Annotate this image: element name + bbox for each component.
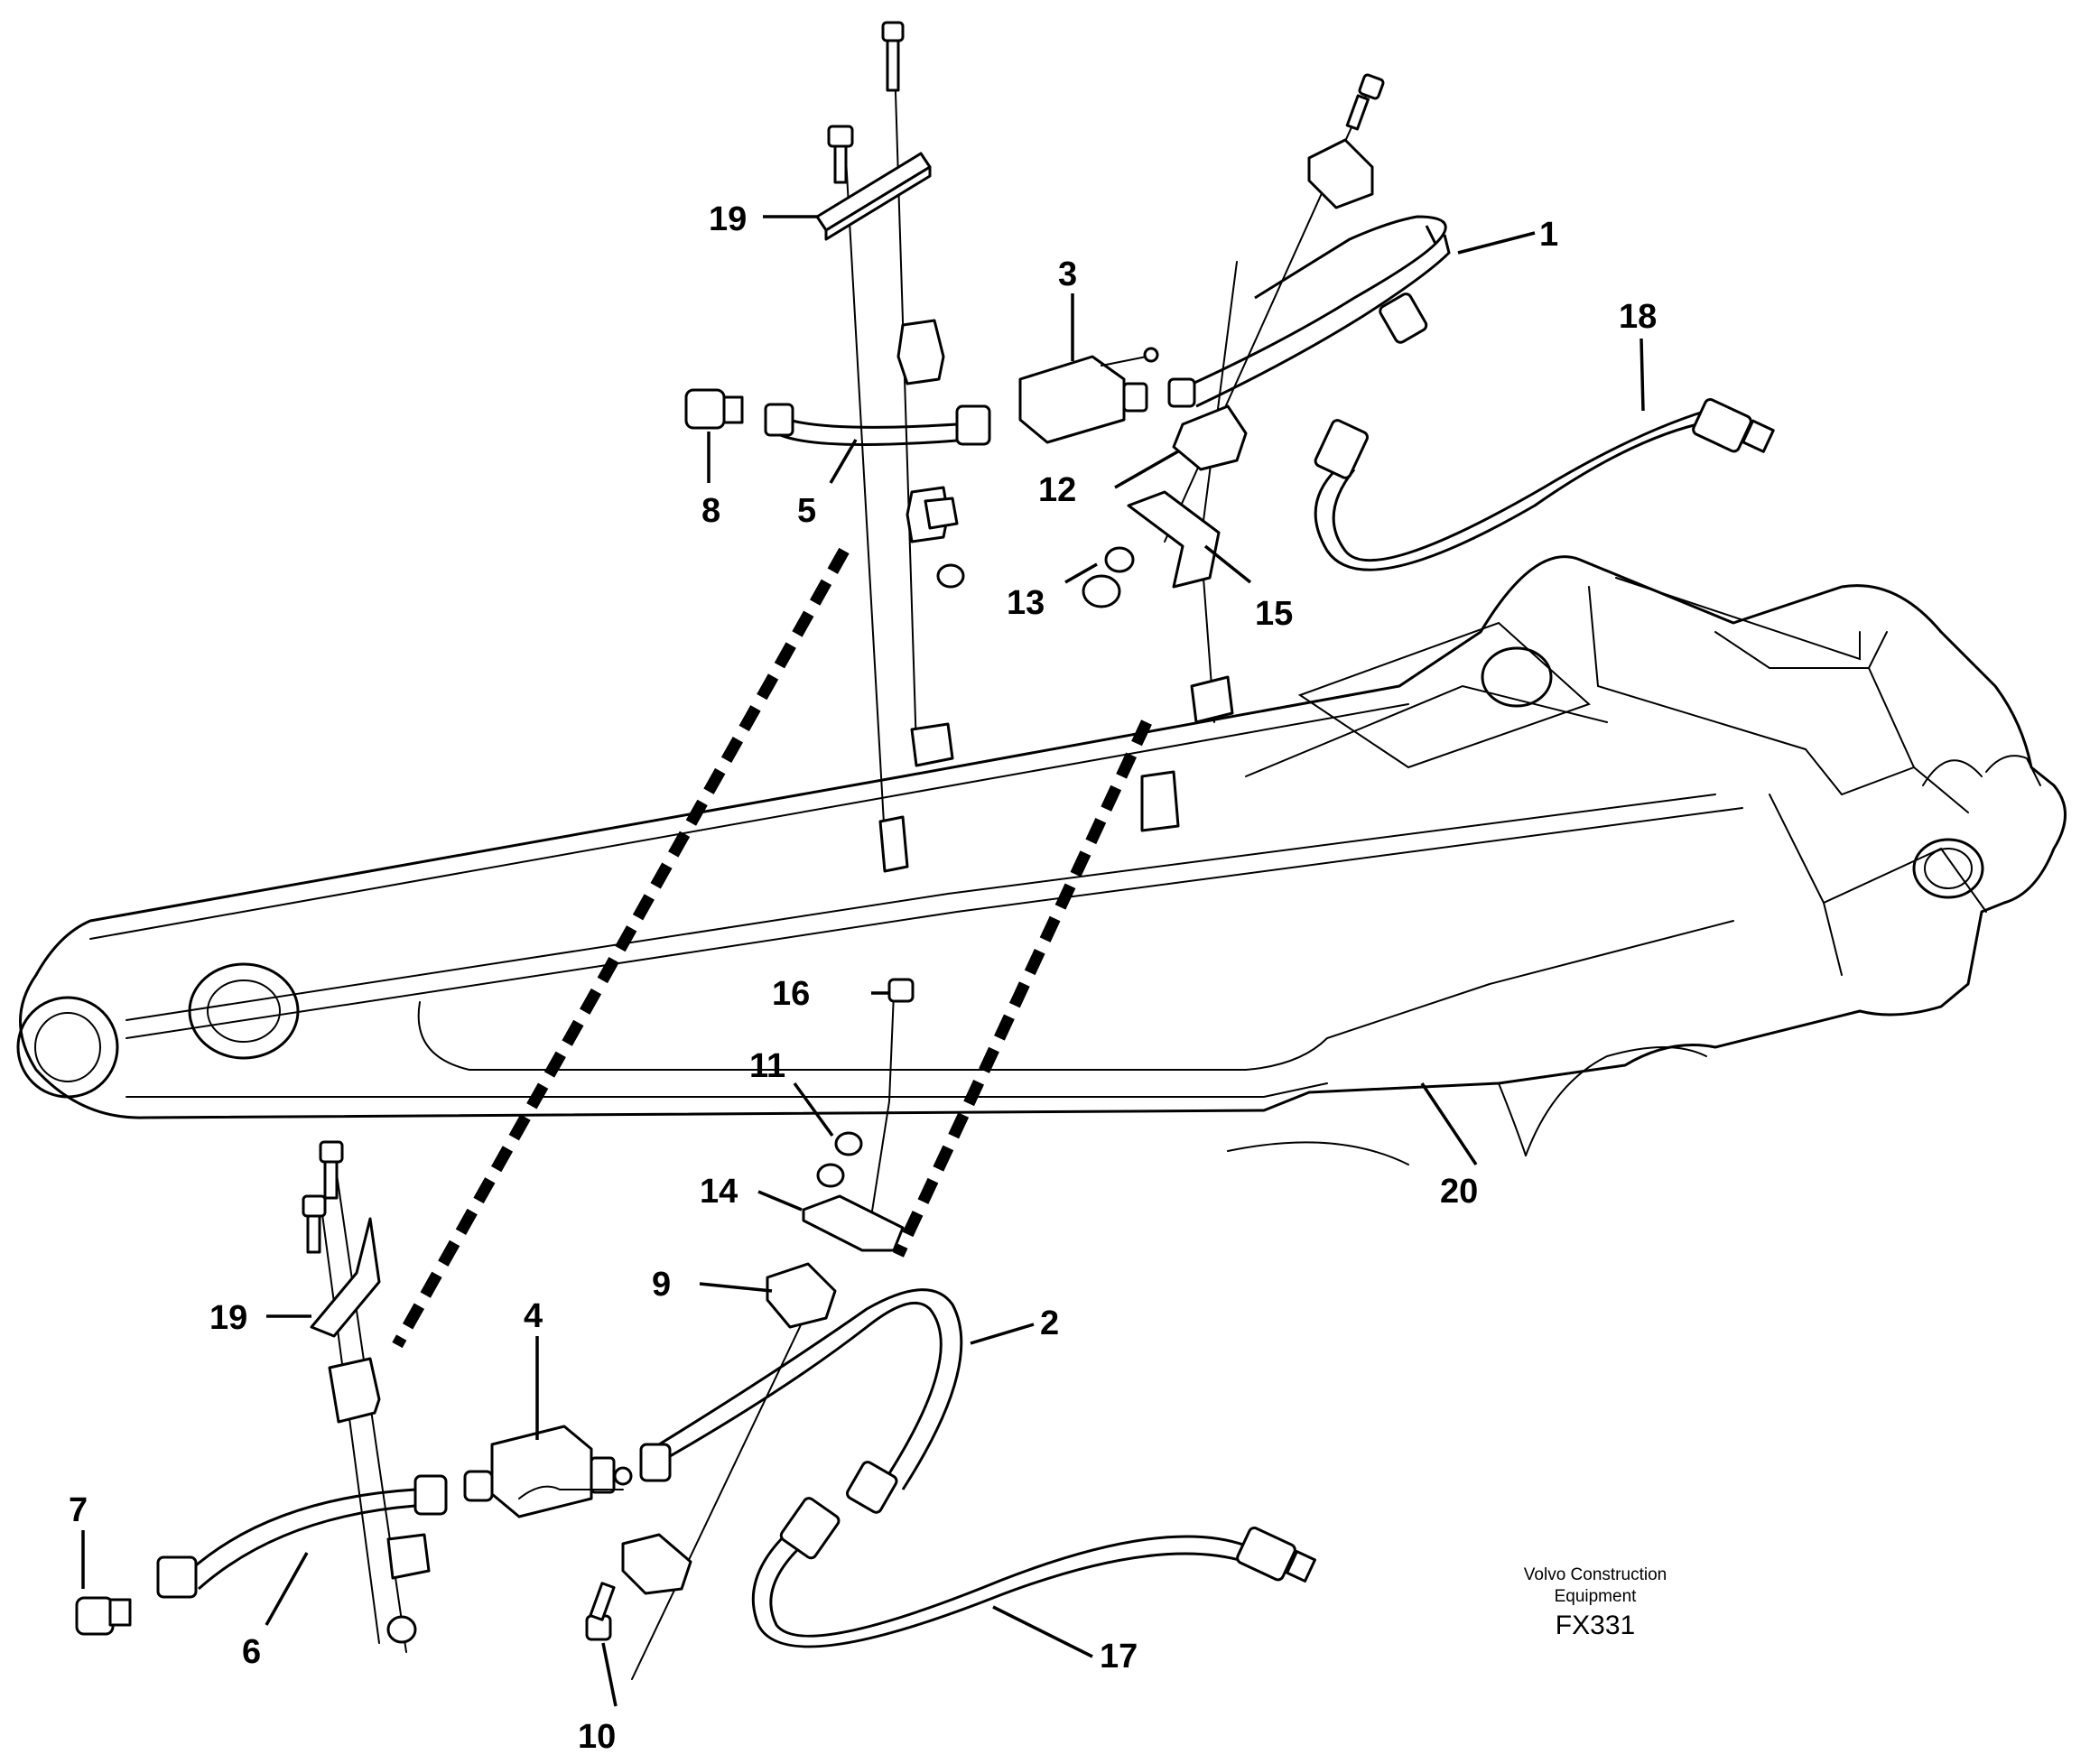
upper-assembly xyxy=(684,21,1775,873)
callout-8: 8 xyxy=(701,492,720,530)
clamp-block xyxy=(386,1533,431,1580)
bracket-15 xyxy=(1127,490,1221,589)
callout-15: 15 xyxy=(1255,595,1293,633)
clamp-block xyxy=(766,1262,837,1329)
clamp-plate-19-upper xyxy=(815,152,932,241)
leader-lines xyxy=(81,215,1645,1707)
lower-assembly xyxy=(75,978,1316,1680)
callout-2: 2 xyxy=(1040,1304,1059,1342)
callout-14: 14 xyxy=(700,1173,738,1211)
clamp-block xyxy=(621,1533,692,1595)
nut-icon xyxy=(386,1615,417,1644)
callout-1: 1 xyxy=(1539,216,1558,254)
callout-17: 17 xyxy=(1100,1638,1138,1676)
callout-3: 3 xyxy=(1058,255,1077,293)
bolt-icon xyxy=(887,978,915,1003)
brand-line-1: Volvo Construction xyxy=(1524,1565,1667,1584)
boom-arm xyxy=(16,555,2067,1165)
callout-12: 12 xyxy=(1038,471,1076,509)
clamp-block xyxy=(896,319,945,385)
clamp-block xyxy=(1140,770,1180,832)
bracket-19-lower xyxy=(310,1217,381,1338)
clamp-block xyxy=(924,497,959,530)
figure-code: FX331 xyxy=(1556,1611,1635,1640)
nut-icon xyxy=(1104,546,1135,573)
callout-19-upper: 19 xyxy=(709,200,747,238)
bolt-icon xyxy=(827,125,854,184)
callout-labels: 1 2 3 4 5 6 7 8 9 10 11 12 13 14 15 16 1… xyxy=(69,200,1657,1756)
clamp-block xyxy=(328,1357,381,1424)
brand-block: Volvo Construction Equipment FX331 xyxy=(1524,1565,1667,1640)
clamp-block xyxy=(1172,404,1248,471)
bolt-icon xyxy=(319,1140,344,1200)
brand-line-2: Equipment xyxy=(1555,1587,1638,1606)
callout-16: 16 xyxy=(772,975,810,1013)
clamp-block xyxy=(878,815,909,873)
nut-icon xyxy=(936,563,965,589)
nut-icon xyxy=(834,1131,863,1156)
bracket-14 xyxy=(802,1194,905,1252)
clamp-block xyxy=(910,722,954,767)
nut-icon xyxy=(1082,574,1121,608)
callout-13: 13 xyxy=(1007,584,1045,622)
callout-18: 18 xyxy=(1619,298,1657,336)
callout-9: 9 xyxy=(652,1266,671,1304)
callout-7: 7 xyxy=(69,1491,88,1529)
callout-11: 11 xyxy=(749,1047,785,1085)
bolt-icon xyxy=(585,1582,616,1641)
hose-routing-dashed-lines xyxy=(392,547,1152,1349)
clamp-block xyxy=(1307,138,1374,209)
callout-6: 6 xyxy=(242,1633,261,1671)
callout-19-lower: 19 xyxy=(209,1299,247,1337)
callout-10: 10 xyxy=(578,1718,616,1756)
bolt-icon xyxy=(1345,73,1385,131)
callout-20: 20 xyxy=(1440,1173,1478,1211)
callout-4: 4 xyxy=(524,1297,543,1335)
nut-icon xyxy=(816,1163,845,1188)
bolt-icon xyxy=(881,21,905,92)
bolt-icon xyxy=(302,1194,327,1254)
callout-5: 5 xyxy=(797,492,816,530)
clamp-block xyxy=(1190,675,1234,724)
